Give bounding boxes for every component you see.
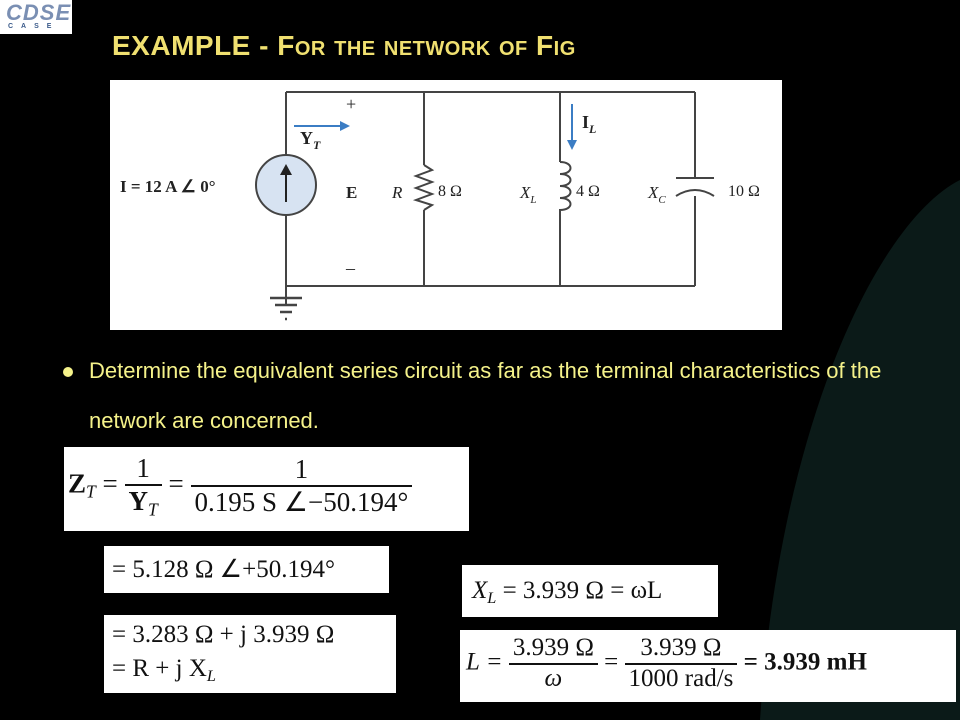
resistor-label: R [391, 183, 403, 202]
equation-impedance: ZT = 1 YT = 1 0.195 S ∠−50.194° [64, 447, 469, 531]
resistor-value: 8 Ω [438, 183, 462, 200]
eq5-row: L = 3.939 Ω ω = 3.939 Ω 1000 rad/s = 3.9… [466, 634, 867, 694]
circuit-figure: I = 12 A ∠ 0° YT + – E IL R 8 Ω XL 4 Ω X… [110, 80, 782, 330]
voltage-label: E [346, 183, 357, 202]
eq1-fraction-1-numerator: 1 [124, 453, 162, 487]
capacitor-value: 10 Ω [728, 183, 760, 200]
equation-reactance: XL = 3.939 Ω = ωL [462, 565, 718, 617]
equation-rectangular: = 3.283 Ω + j 3.939 Ω = R + j XL [104, 615, 396, 693]
eq5-lhs: L = [466, 648, 503, 676]
eq1-lhs-subscript: T [86, 481, 96, 502]
admittance-subscript: T [313, 138, 321, 152]
eq5-fraction-2: 3.939 Ω 1000 rad/s [624, 634, 738, 694]
eq5-fraction-1: 3.939 Ω ω [508, 634, 598, 694]
eq1-lhs: Z [68, 468, 87, 499]
minus-sign: – [345, 258, 356, 278]
eq4-rhs: = 3.939 Ω = ωL [502, 577, 663, 604]
svg-text:XC: XC [647, 183, 666, 206]
bullet-text: Determine the equivalent series circuit … [89, 358, 882, 433]
inductor-label: X [519, 183, 531, 202]
eq3-line-2-subscript: L [206, 666, 216, 685]
current-subscript: L [588, 122, 596, 136]
logo-text: CDSE [6, 0, 72, 25]
eq1-fraction-1-denominator-subscript: T [148, 499, 158, 520]
svg-text:IL: IL [582, 112, 596, 136]
eq5-fraction-2-denominator: 1000 rad/s [628, 664, 734, 692]
eq1-fraction-1-denominator-symbol: Y [128, 486, 149, 517]
logo-subtext: CASE [8, 23, 60, 30]
logo: CDSE CASE [0, 0, 72, 34]
slide-title: EXAMPLE - For the network of Fig [112, 30, 576, 61]
eq1-fraction-2-denominator: 0.195 S ∠−50.194° [194, 487, 409, 518]
eq1-equals-1: = [102, 468, 118, 499]
source-label: I = 12 A ∠ 0° [120, 177, 216, 196]
bullet-item: Determine the equivalent series circuit … [63, 346, 924, 446]
eq5-fraction-1-numerator: 3.939 Ω [508, 634, 598, 665]
admittance-label: Y [300, 128, 313, 148]
eq4-lhs: X [472, 577, 488, 604]
capacitor-subscript: C [658, 194, 666, 206]
eq3-line-2: = R + j XL [112, 655, 216, 686]
equation-polar: = 5.128 Ω ∠+50.194° [104, 546, 389, 593]
eq4-lhs-subscript: L [487, 588, 497, 607]
inductor-subscript: L [529, 194, 536, 206]
eq1-fraction-2-numerator: 1 [190, 454, 413, 488]
eq3-line-1: = 3.283 Ω + j 3.939 Ω [112, 621, 335, 648]
eq3-line-2-main: = R + j X [112, 655, 207, 682]
current-label: I [582, 112, 589, 132]
svg-text:YT: YT [300, 128, 321, 152]
eq4-text: XL = 3.939 Ω = ωL [472, 577, 662, 608]
inductor-value: 4 Ω [576, 183, 600, 200]
svg-text:XL: XL [519, 183, 537, 206]
equation-inductance: L = 3.939 Ω ω = 3.939 Ω 1000 rad/s = 3.9… [460, 630, 956, 702]
capacitor-label: X [647, 183, 659, 202]
eq1-fraction-2: 1 0.195 S ∠−50.194° [190, 454, 413, 518]
eq5-fraction-2-numerator: 3.939 Ω [624, 634, 738, 665]
eq1-equals-2: = [168, 468, 184, 499]
eq1-fraction-1-denominator: YT [125, 486, 162, 519]
circuit-diagram: I = 12 A ∠ 0° YT + – E IL R 8 Ω XL 4 Ω X… [120, 91, 760, 321]
plus-sign: + [346, 94, 356, 114]
bullet-dot-icon [63, 367, 73, 377]
eq5-equals: = [604, 648, 619, 676]
eq2-text: = 5.128 Ω ∠+50.194° [112, 556, 335, 583]
eq5-fraction-1-denominator: ω [544, 664, 563, 692]
eq1-fraction-1: 1 YT [124, 453, 162, 519]
eq5-result: = 3.939 mH [743, 648, 867, 676]
